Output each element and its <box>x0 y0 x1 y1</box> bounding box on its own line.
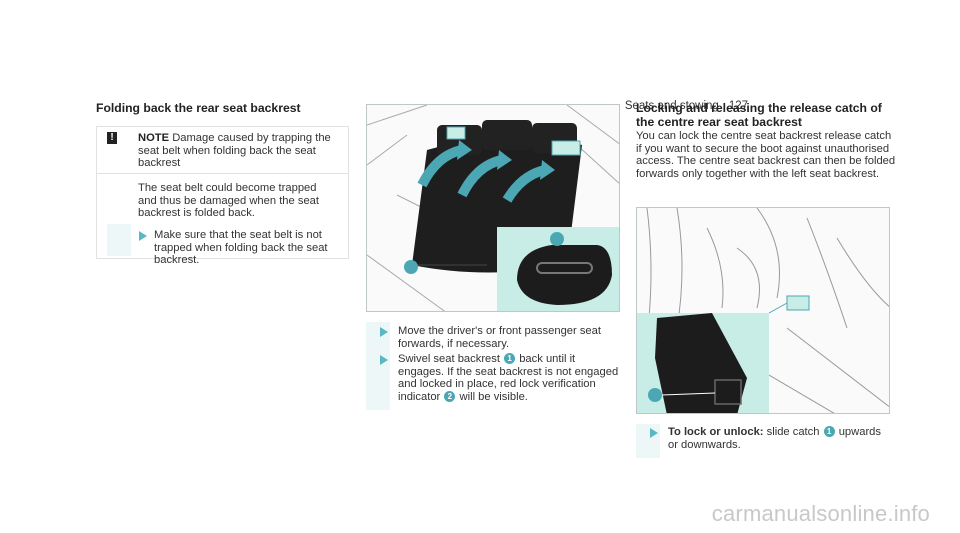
page-header: Seats and stowing 127 <box>625 100 748 112</box>
rear-seat-illustration <box>367 105 619 311</box>
step-text: slide catch <box>763 426 823 438</box>
warning-icon: ! <box>107 132 117 144</box>
watermark: carmanualsonline.info <box>711 501 930 526</box>
callout-1: 1 <box>823 426 835 437</box>
callout-2: 2 <box>444 390 456 402</box>
step-lock-unlock: To lock or unlock: slide catch 1 upwards… <box>668 426 890 451</box>
rear-seat-figure <box>366 104 620 312</box>
boot-catch-illustration <box>637 208 889 413</box>
step-text: will be visible. <box>456 390 528 403</box>
note-label: NOTE <box>138 132 170 144</box>
action-marker-bg <box>107 224 131 256</box>
note-box: ! NOTE Damage caused by trapping the sea… <box>96 126 349 266</box>
callout-1: 1 <box>504 353 516 364</box>
section-title: Seats and stowing <box>624 100 719 112</box>
right-body: You can lock the centre seat backrest re… <box>636 130 896 180</box>
right-title: Locking and releasing the release catch … <box>636 101 882 129</box>
step-text: Swivel seat backrest <box>398 353 504 365</box>
page-number: 127 <box>728 100 748 112</box>
bullet-arrow-icon <box>139 231 147 241</box>
boot-catch-figure <box>636 207 890 414</box>
step-text: back until it engages. If the seat backr… <box>398 353 619 403</box>
step-bold-label: To lock or unlock: <box>668 426 764 438</box>
step-swivel-backrest: Swivel seat backrest 1 back until it eng… <box>398 353 620 403</box>
step-text: upwards or downwards. <box>668 426 881 451</box>
note-header: ! NOTE Damage caused by trapping the sea… <box>97 127 348 174</box>
step-move-seat: Move the driver's or front passenger sea… <box>398 325 601 350</box>
note-action: Make sure that the seat belt is not trap… <box>154 229 328 267</box>
bullet-arrow-icon <box>380 355 388 365</box>
note-text: NOTE Damage caused by trapping the seat … <box>138 132 338 170</box>
bullet-arrow-icon <box>380 327 388 337</box>
left-title: Folding back the rear seat backrest <box>96 101 301 115</box>
bullet-arrow-icon <box>650 428 658 438</box>
note-body: The seat belt could become trapped and t… <box>138 182 319 220</box>
note-description: Damage caused by trapping the seat belt … <box>138 132 331 170</box>
